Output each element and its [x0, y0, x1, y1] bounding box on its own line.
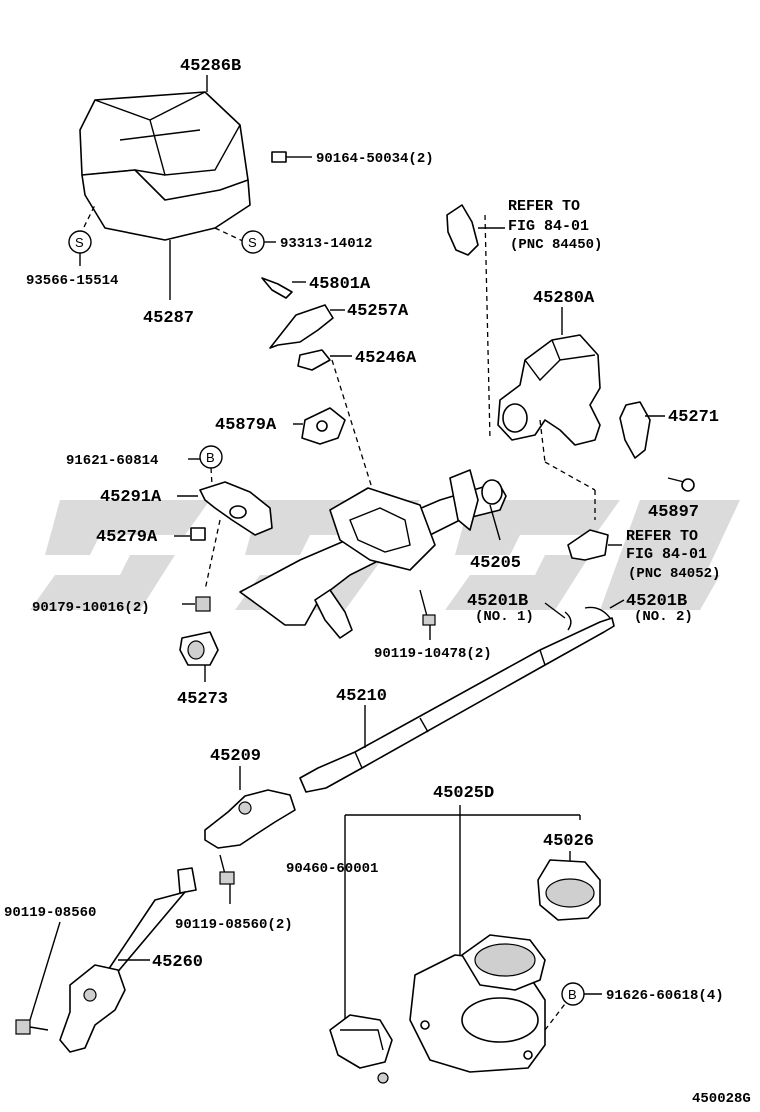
nut-90179 [195, 596, 211, 612]
label-90179-10016: 90179-10016(2) [32, 600, 150, 616]
label-refer2-line2: FIG 84-01 [626, 546, 707, 563]
universal-joint-45209 [204, 789, 296, 849]
bolt-90119-08560-center [219, 854, 235, 885]
connector-ref-part [567, 529, 609, 561]
s-marker-left-text: S [75, 235, 84, 250]
part-45279A [190, 527, 206, 541]
snap-ring-no1 [564, 611, 572, 631]
lock-cylinder-ref-part [446, 204, 479, 256]
b-marker-upper-text: B [206, 450, 215, 465]
label-45897: 45897 [648, 503, 699, 522]
label-45260: 45260 [152, 953, 203, 972]
label-refer2-line3: (PNC 84052) [628, 566, 720, 582]
label-no1: (NO. 1) [475, 609, 534, 625]
column-hole-cover-45025D [409, 934, 546, 1073]
label-45801A: 45801A [309, 275, 371, 294]
bolt-90119-08560-left [15, 1019, 49, 1035]
label-refer1-line2: FIG 84-01 [508, 218, 589, 235]
label-91621-60814: 91621-60814 [66, 453, 158, 469]
switch-housing-45280A [497, 334, 601, 446]
bolt-90119-10478 [419, 589, 436, 626]
label-refer1-line3: (PNC 84450) [510, 237, 602, 253]
snap-ring-no2 [584, 606, 611, 619]
label-45287: 45287 [143, 309, 194, 328]
label-45271: 45271 [668, 408, 719, 427]
label-45879A: 45879A [215, 416, 277, 435]
label-45273: 45273 [177, 690, 228, 709]
s-marker-right-text: S [248, 235, 257, 250]
bushing-45273 [179, 631, 219, 666]
label-45210: 45210 [336, 687, 387, 706]
label-90460-60001: 90460-60001 [286, 861, 378, 877]
gasket-45271 [619, 401, 651, 459]
part-45246A [297, 349, 331, 371]
lower-column-cover [81, 169, 251, 241]
steering-column-45205 [239, 469, 507, 639]
label-45279A: 45279A [96, 528, 158, 547]
label-45025D: 45025D [433, 784, 494, 803]
label-45286B: 45286B [180, 57, 241, 76]
clamp-90460 [329, 1014, 393, 1084]
part-45801A [261, 277, 293, 299]
part-45291A [199, 481, 273, 536]
label-45209: 45209 [210, 747, 261, 766]
label-93313-14012: 93313-14012 [280, 236, 372, 252]
label-45257A: 45257A [347, 302, 409, 321]
label-no2: (NO. 2) [634, 609, 693, 625]
steering-shaft-45210 [299, 617, 615, 793]
label-93566-15514: 93566-15514 [26, 273, 118, 289]
label-refer2-line1: REFER TO [626, 528, 698, 545]
label-45246A: 45246A [355, 349, 417, 368]
label-45291A: 45291A [100, 488, 162, 507]
label-refer1-line1: REFER TO [508, 198, 580, 215]
label-45201B-no1: 45201B [467, 592, 528, 611]
dust-seal-45026 [537, 859, 601, 921]
label-45205: 45205 [470, 554, 521, 573]
label-45280A: 45280A [533, 289, 595, 308]
intermediate-shaft-45260 [59, 867, 197, 1053]
label-90119-08560: 90119-08560 [4, 905, 96, 921]
bolt-45897 [667, 477, 695, 492]
label-45026: 45026 [543, 832, 594, 851]
label-91626-60618: 91626-60618(4) [606, 988, 724, 1004]
screw-90164 [271, 151, 298, 163]
label-90119-08560-2: 90119-08560(2) [175, 917, 293, 933]
label-90119-10478: 90119-10478(2) [374, 646, 492, 662]
label-45201B-no2: 45201B [626, 592, 687, 611]
part-45257A [269, 304, 334, 349]
part-45879A [301, 407, 346, 445]
b-marker-lower-text: B [568, 987, 577, 1002]
figure-code: 450028G [692, 1091, 751, 1107]
label-90164-50034: 90164-50034(2) [316, 151, 434, 167]
